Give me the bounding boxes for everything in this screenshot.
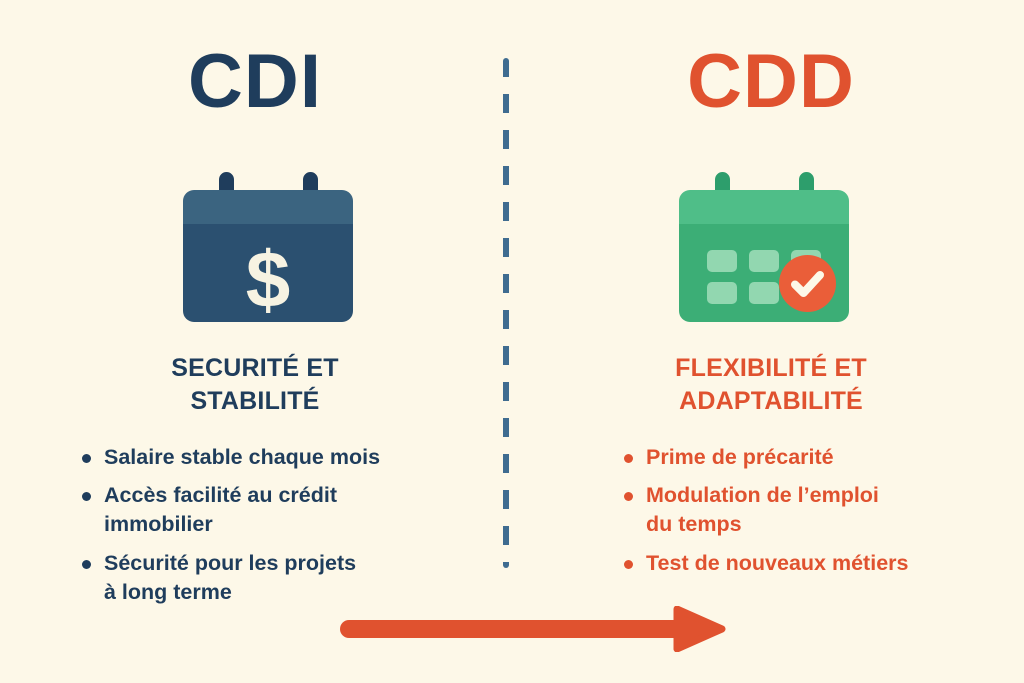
cdi-benefits-list: Salaire stable chaque mois Accès facilit…: [82, 443, 502, 616]
list-item-label: Sécurité pour les projets à long terme: [104, 550, 357, 604]
calendar-header-band: [679, 190, 849, 224]
bullet-dot-icon: [82, 454, 91, 463]
list-item: Salaire stable chaque mois: [82, 443, 502, 472]
list-item-label: Accès facilité au crédit immobilier: [104, 483, 338, 537]
bullet-dot-icon: [82, 492, 91, 502]
list-item: Test de nouveaux métiers: [624, 549, 1024, 578]
calendar-dollar-icon: $: [183, 172, 353, 322]
calendar-face: [183, 224, 353, 322]
cdd-benefits-list: Prime de précarité Modulation de l’emplo…: [624, 443, 1024, 587]
check-badge-icon: [779, 255, 836, 312]
calendar-day-cell: [707, 282, 737, 304]
cdd-subtitle: FLEXIBILITÉ ET ADAPTABILITÉ: [675, 354, 867, 416]
bullet-dot-icon: [624, 559, 633, 569]
dollar-sign-icon: $: [245, 235, 291, 322]
calendar-body: $: [183, 190, 353, 322]
cdi-icon-area: $: [8, 172, 502, 324]
cdi-subtitle: SECURITÉ ET STABILITÉ: [171, 354, 339, 416]
list-item-label: Salaire stable chaque mois: [104, 445, 381, 469]
calendar-header-band: [183, 190, 353, 224]
calendar-body: [679, 190, 849, 322]
list-item: Accès facilité au crédit immobilier: [82, 481, 502, 539]
calendar-day-cell: [749, 250, 779, 272]
list-item-label: Test de nouveaux métiers: [646, 550, 909, 575]
cdd-icon-area: [524, 172, 1018, 324]
calendar-check-icon: [679, 172, 849, 322]
list-item-label: Prime de précarité: [646, 445, 834, 469]
vertical-dashed-divider: [503, 58, 509, 568]
bullet-dot-icon: [624, 492, 633, 502]
cdi-title: CDI: [188, 39, 322, 124]
calendar-day-cell: [749, 282, 779, 304]
list-item: Prime de précarité: [624, 443, 1024, 472]
cdd-title: CDD: [687, 39, 855, 124]
list-item: Sécurité pour les projets à long terme: [82, 549, 502, 607]
cdd-column: CDD: [524, 0, 1018, 683]
right-arrow-icon: [340, 605, 730, 653]
cdi-column: CDI $ SECURITÉ ET STABILITÉ Salaire stab…: [8, 0, 502, 683]
list-item-label: Modulation de l’emploi du temps: [646, 483, 879, 537]
calendar-day-cell: [707, 250, 737, 272]
bullet-dot-icon: [82, 559, 91, 569]
bullet-dot-icon: [624, 454, 633, 463]
list-item: Modulation de l’emploi du temps: [624, 481, 1024, 539]
